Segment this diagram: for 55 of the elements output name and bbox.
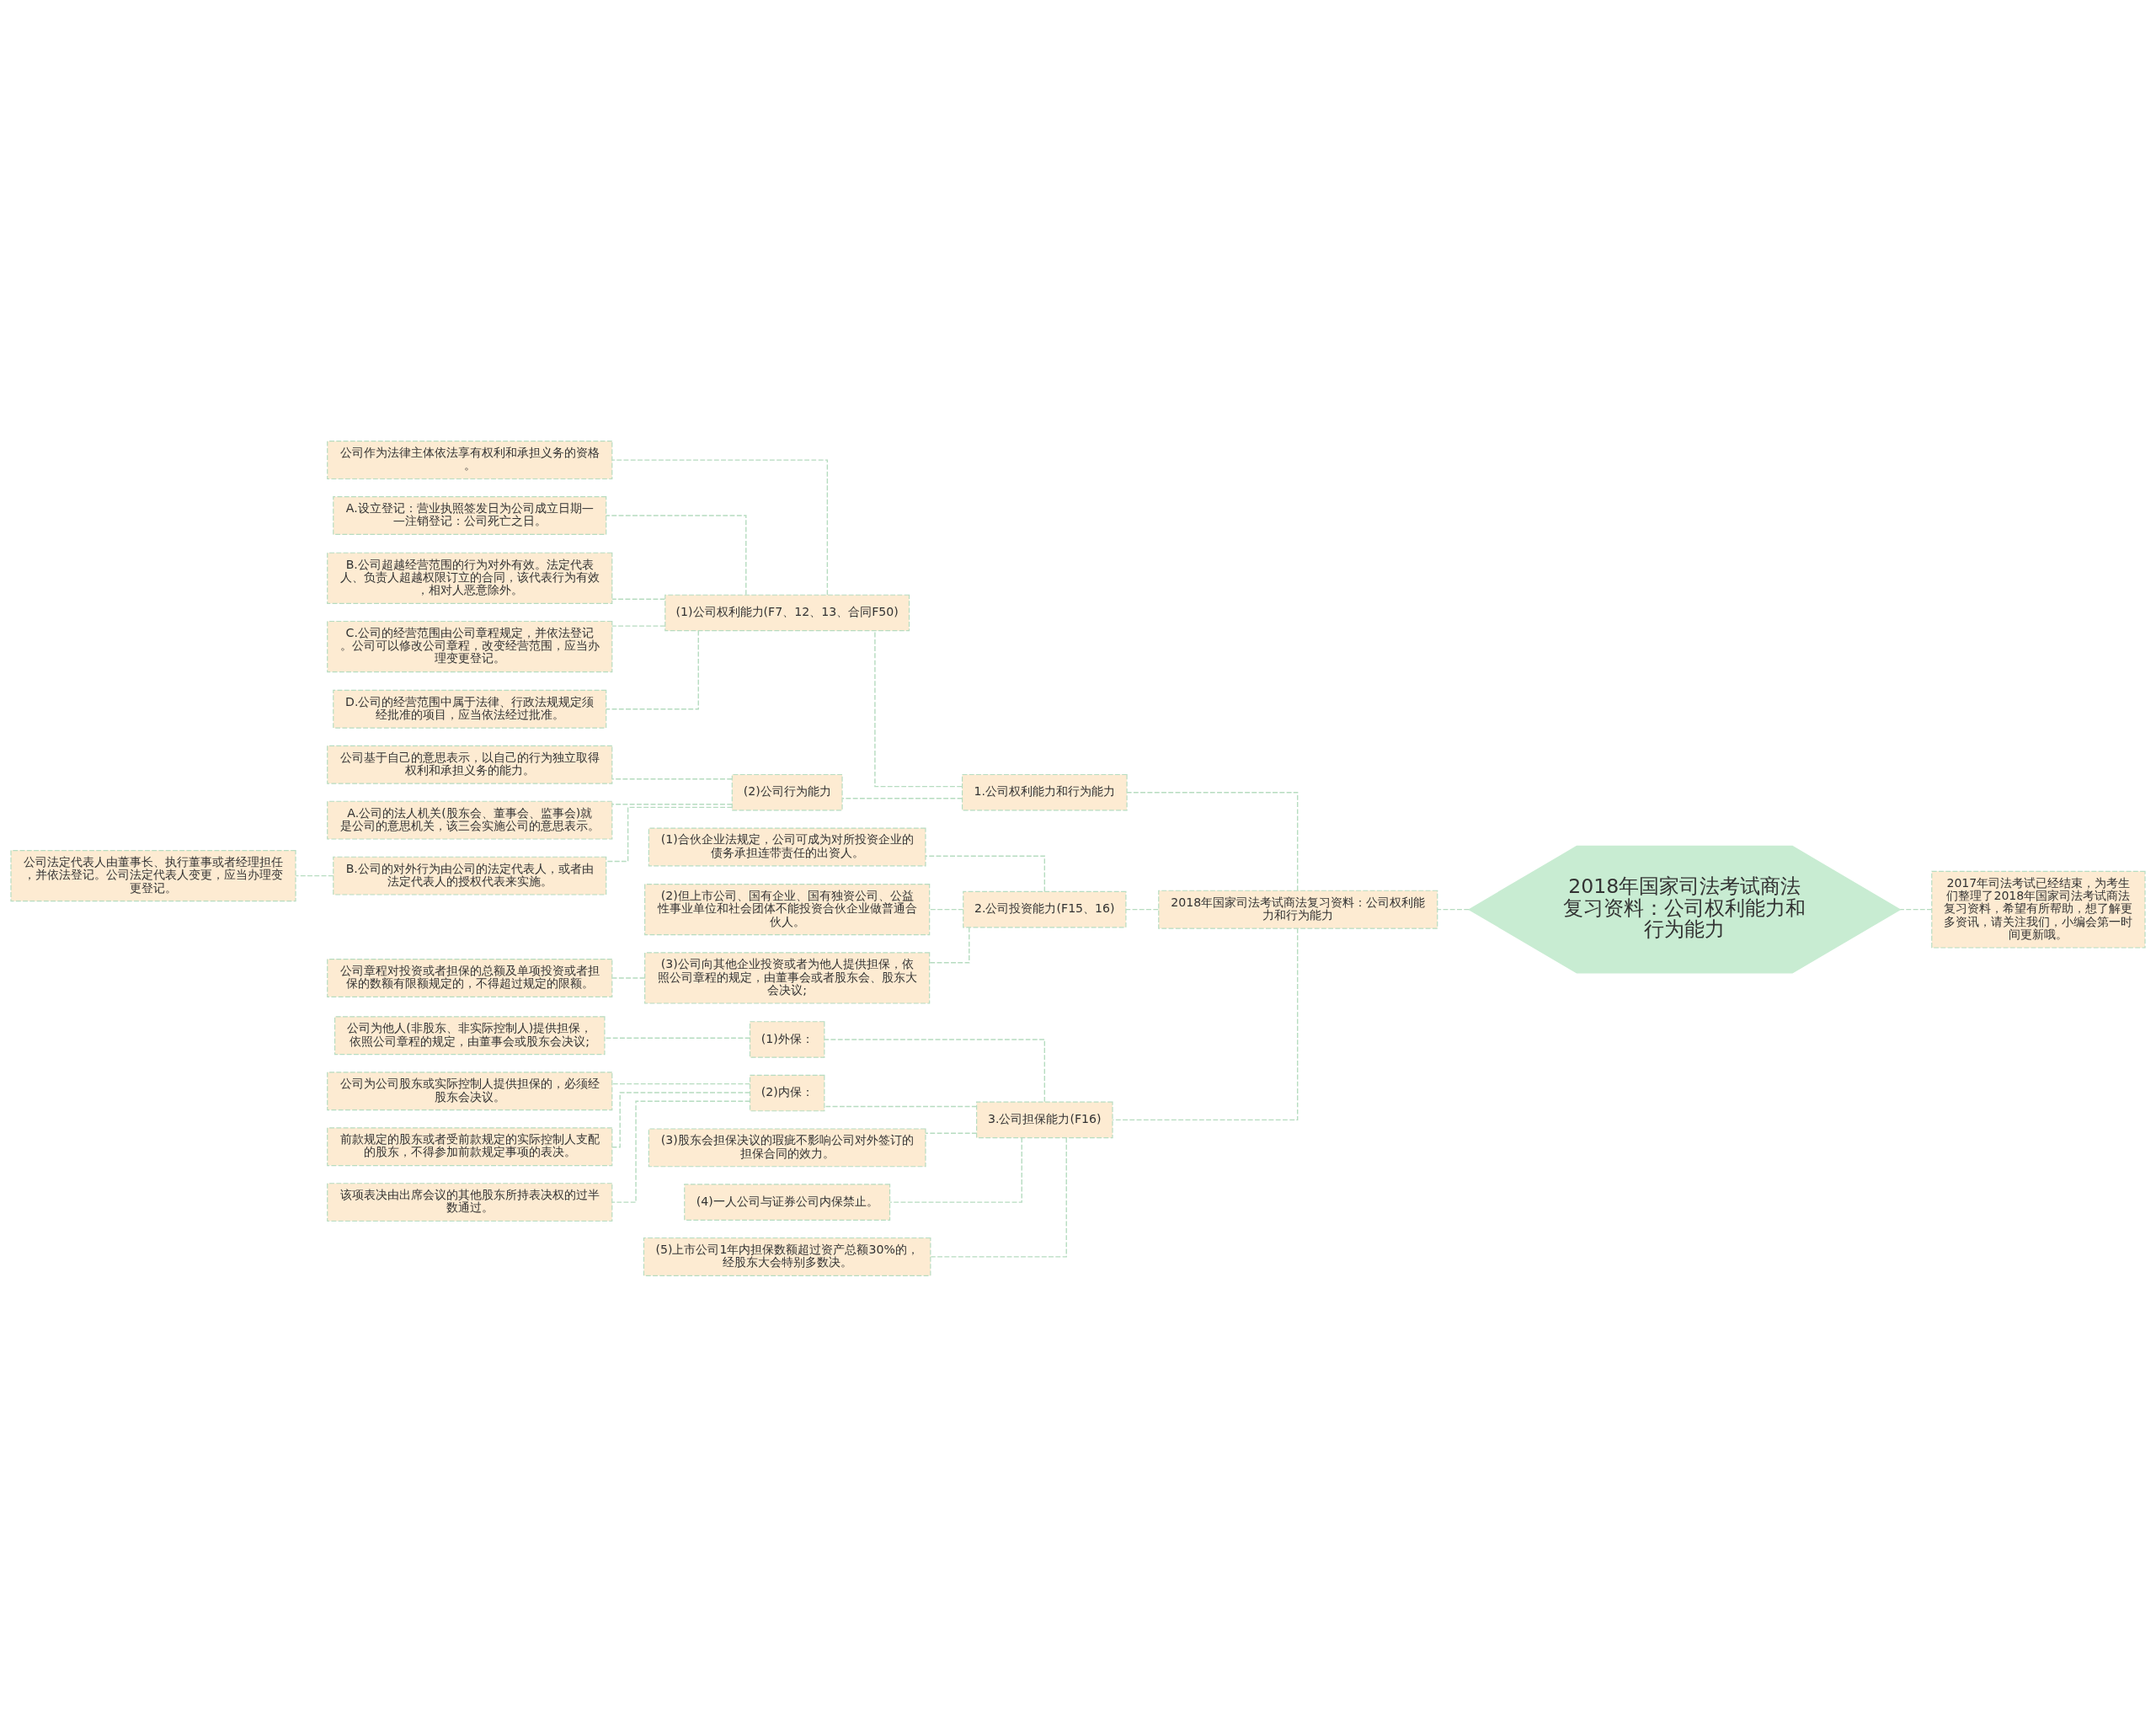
connector [604,1037,751,1039]
node-box: (1)公司权利能力(F7、12、13、合同F50) [664,594,910,631]
connector [929,926,970,963]
connector [930,1136,1067,1258]
connector [889,1136,1022,1203]
connector [611,976,646,979]
connector [824,1038,1046,1102]
connector [611,458,829,596]
connector [929,908,964,910]
connector [611,598,666,600]
node-box: (2)内保： [749,1074,825,1111]
connector [611,1083,751,1084]
node-box: 3.公司担保能力(F16) [976,1101,1113,1138]
connector [925,855,1046,892]
node-box: (3)股东会担保决议的瑕疵不影响公司对外签订的担保合同的效力。 [648,1127,926,1167]
node-box: A.公司的法人机关(股东会、董事会、监事会)就是公司的意思机关，该三会实施公司的意思表示。 [327,800,613,840]
connector [1112,927,1299,1120]
connector [611,803,733,805]
node-box: 2017年司法考试已经结束，为考生们整理了2018年国家司法考试商法复习资料，希望有所帮助，想了解更多资讯，请关注我们，小编会第一时间更新哦。 [1931,870,2146,949]
connector [295,874,334,876]
node-box: (4)一人公司与证券公司内保禁止。 [684,1183,891,1221]
connector [1437,908,1470,910]
node-box: 公司章程对投资或者担保的总额及单项投资或者担保的数额有限额规定的，不得超过规定的限额。 [327,958,613,997]
node-box: B.公司超越经营范围的行为对外有效。法定代表人、负责人超越权限订立的合同，该代表行为有效，相对人恶意除外。 [327,552,613,604]
connector [1126,791,1299,891]
node-box: 公司作为法律主体依法享有权利和承担义务的资格。 [327,440,613,479]
connector [1899,908,1933,910]
node-box: 公司法定代表人由董事长、执行董事或者经理担任，并依法登记。公司法定代表人变更，应当办理变更登记。 [10,849,296,901]
node-box: (3)公司向其他企业投资或者为他人提供担保，依照公司章程的规定，由董事会或者股东会、股东大会决议; [644,951,931,1004]
node-box: 该项表决由出席会议的其他股东所持表决权的过半数通过。 [327,1182,613,1222]
node-box: 2018年国家司法考试商法复习资料：公司权利能力和行为能力 [1158,890,1438,929]
connector [841,797,963,799]
node-box: 前款规定的股东或者受前款规定的实际控制人支配的股东，不得参加前款规定事项的表决。 [327,1126,613,1166]
node-box: (2)公司行为能力 [731,773,843,810]
node-box: B.公司的对外行为由公司的法定代表人，或者由法定代表人的授权代表来实施。 [333,856,607,895]
node-box: (2)但上市公司、国有企业、国有独资公司、公益性事业单位和社会团体不能投资合伙企业做普通合伙人。 [644,883,931,935]
connector [611,778,733,779]
node-box: (1)外保： [749,1020,825,1058]
connector [925,1132,978,1134]
node-box: (5)上市公司1年内担保数额超过资产总额30%的，经股东大会特别多数决。 [643,1237,931,1276]
connector [611,1091,750,1147]
connector [1125,908,1160,910]
node-box: D.公司的经营范围中属于法律、行政法规规定须经批准的项目，应当依法经过批准。 [333,689,607,729]
connector [824,1105,978,1107]
connector [611,624,666,627]
node-box: 公司为公司股东或实际控制人提供担保的，必须经股东会决议。 [327,1071,613,1110]
node-box: 公司基于自己的意思表示，以自己的行为独立取得权利和承担义务的能力。 [327,745,613,784]
connector [606,514,747,595]
node-box: 公司为他人(非股东、非实际控制人)提供担保，依照公司章程的规定，由董事会或股东会决议; [334,1015,606,1055]
node-box: C.公司的经营范围由公司章程规定，并依法登记。公司可以修改公司章程，改变经营范围，应当办理变更登记。 [327,620,613,672]
node-box: (1)合伙企业法规定，公司可成为对所投资企业的债务承担连带责任的出资人。 [648,827,926,866]
node-box: A.设立登记：营业执照签发日为公司成立日期——注销登记：公司死亡之日。 [333,495,607,535]
connector [606,629,699,709]
node-box: 2.公司投资能力(F15、16) [963,890,1127,927]
node-box: 1.公司权利能力和行为能力 [961,773,1128,810]
